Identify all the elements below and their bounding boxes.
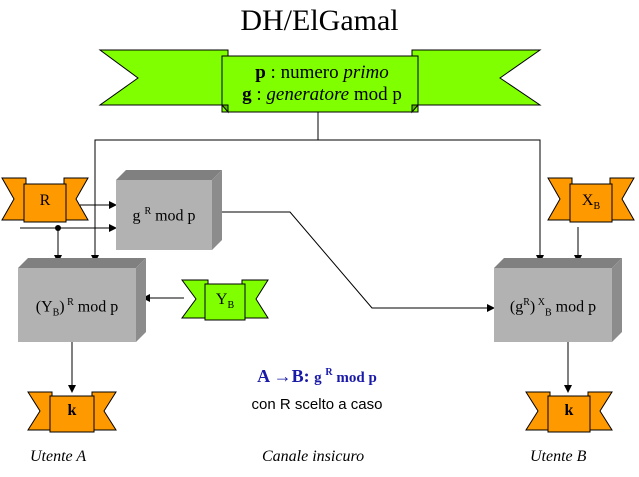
tag-xb-label: XB — [581, 192, 601, 213]
param-p: p : numero primo — [255, 62, 389, 83]
tag-k-right-label: k — [564, 402, 574, 419]
box-user-a-label: (YB) R mod p — [35, 297, 119, 319]
tag-k-left — [27, 391, 117, 433]
box-gR — [116, 170, 222, 250]
box-user-b-label: (gR) XB mod p — [509, 297, 597, 319]
page-title: DH/ElGamal — [240, 4, 399, 37]
params-banner — [98, 49, 542, 114]
tag-r-label: R — [39, 192, 51, 209]
channel-message: A →B: g R mod p — [257, 366, 377, 386]
caption-channel: Canale insicuro — [262, 448, 365, 465]
params-text: p : numero primo g : generatore mod p — [226, 62, 418, 106]
connector-lines — [20, 112, 582, 393]
channel-note: con R scelto a caso — [251, 396, 383, 413]
param-g: g : generatore mod p — [242, 84, 402, 105]
box-user-a — [18, 258, 146, 342]
box-gR-label: g R mod p — [132, 206, 196, 225]
box-user-b — [494, 258, 622, 342]
caption-user-b: Utente B — [530, 448, 587, 465]
tag-k-right — [525, 391, 613, 433]
caption-user-a: Utente A — [30, 448, 87, 465]
tag-r — [1, 177, 89, 223]
tag-yb — [181, 279, 269, 321]
tag-k-left-label: k — [67, 402, 77, 419]
junction-dot — [55, 225, 61, 231]
tag-xb — [547, 177, 635, 223]
tag-yb-label: YB — [215, 291, 235, 312]
